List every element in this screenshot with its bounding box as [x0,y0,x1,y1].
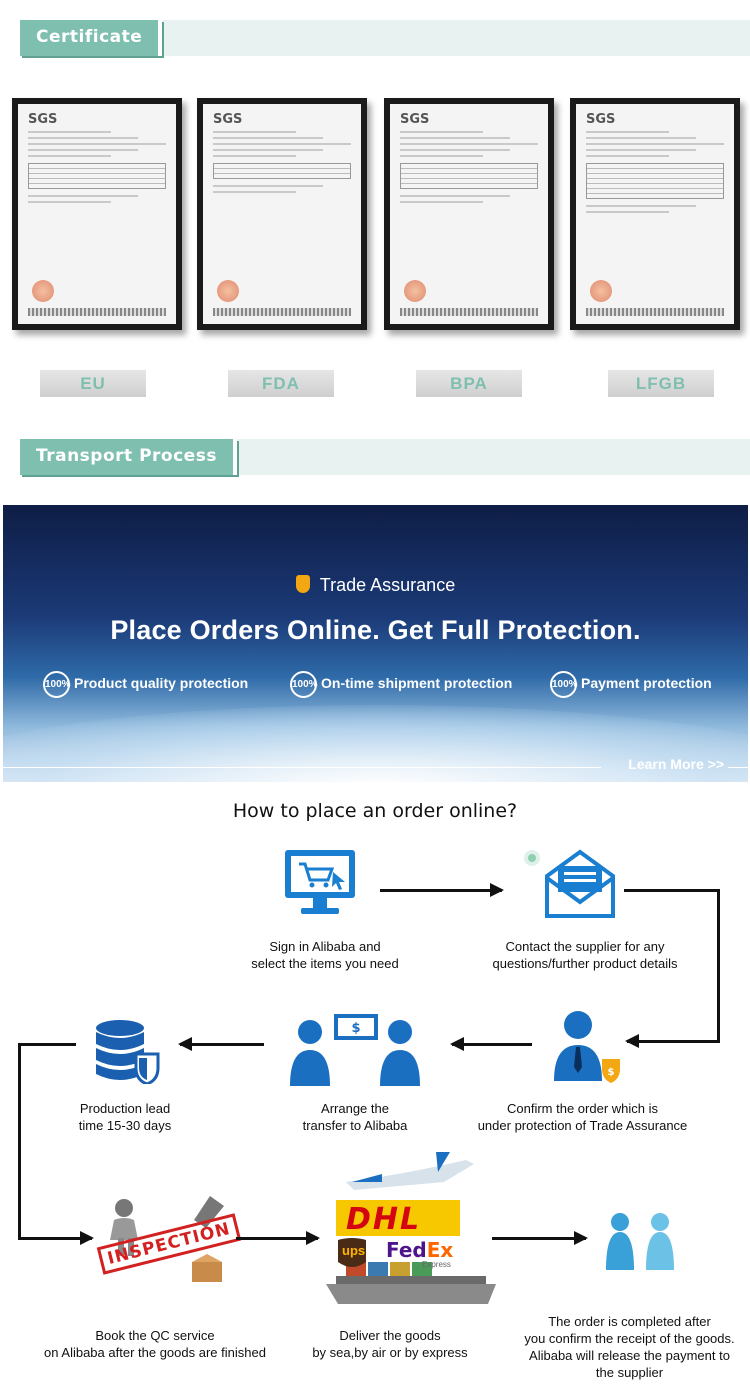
shopping-cart-monitor-icon [285,850,355,914]
certificate-document: SGS [18,104,176,324]
seal-icon [217,280,239,302]
svg-text:$: $ [351,1021,360,1036]
flow-arrow [450,1037,532,1051]
banner-headline: Place Orders Online. Get Full Protection… [110,615,641,645]
percent-badge-icon: 100% [290,671,318,698]
certificate-section-title: Certificate [20,20,163,56]
certificate-lfgb-frame[interactable]: SGS [570,98,740,330]
flow-arrow [18,1231,94,1245]
users-icon [606,1213,674,1270]
certificate-label-lfgb: LFGB [608,370,714,397]
protection-shipment: 100%On-time shipment protection [290,671,512,698]
transport-section-title: Transport Process [20,439,237,475]
certificate-document: SGS [576,104,734,324]
percent-badge-icon: 100% [43,671,71,698]
sgs-mark: SGS [400,112,430,127]
certificate-document: SGS [390,104,548,324]
certificate-eu-frame[interactable]: SGS [12,98,182,330]
trade-assurance-text: Trade Assurance [319,575,456,595]
seal-icon [590,280,612,302]
transport-section-bar: Transport Process [20,439,750,475]
database-shield-icon [96,1020,160,1084]
assurance-person-icon: $ [554,1011,620,1083]
trade-assurance-banner[interactable]: Trade Assurance Place Orders Online. Get… [3,505,748,782]
certificate-label-eu: EU [40,370,146,397]
process-title: How to place an order online? [232,800,518,822]
trade-assurance-badge: Trade Assurance [3,575,748,596]
money-transfer-icon: $ [290,1014,420,1086]
flow-arrow [625,1034,720,1048]
sgs-mark: SGS [28,112,58,127]
svg-text:$: $ [608,1067,615,1078]
envelope-icon [524,849,615,918]
sgs-mark: SGS [586,112,616,127]
step-8-caption: The order is completed after you confirm… [524,1314,735,1380]
sgs-mark: SGS [213,112,243,127]
flow-arrow [178,1037,264,1051]
certificate-label-bpa: BPA [416,370,522,397]
learn-more-link[interactable]: Learn More >> [628,756,724,772]
protection-quality: 100%Product quality protection [43,671,248,698]
certificate-document: SGS [203,104,361,324]
inspection-stamp-icon: INSPECTION [92,1192,242,1288]
certificate-label-fda: FDA [228,370,334,397]
certificate-fda-frame[interactable]: SGS [197,98,367,330]
flow-arrow [492,1231,588,1245]
shield-icon [295,575,310,593]
seal-icon [32,280,54,302]
flow-arrow [236,1231,320,1245]
certificate-section-bar: Certificate [20,20,750,56]
percent-badge-icon: 100% [550,671,578,698]
certificate-bpa-frame[interactable]: SGS [384,98,554,330]
shipping-carriers-icon: DHL ups FedEx Express [326,1152,496,1304]
flow-arrow [380,883,504,897]
seal-icon [404,280,426,302]
protection-payment: 100%Payment protection [550,671,712,698]
